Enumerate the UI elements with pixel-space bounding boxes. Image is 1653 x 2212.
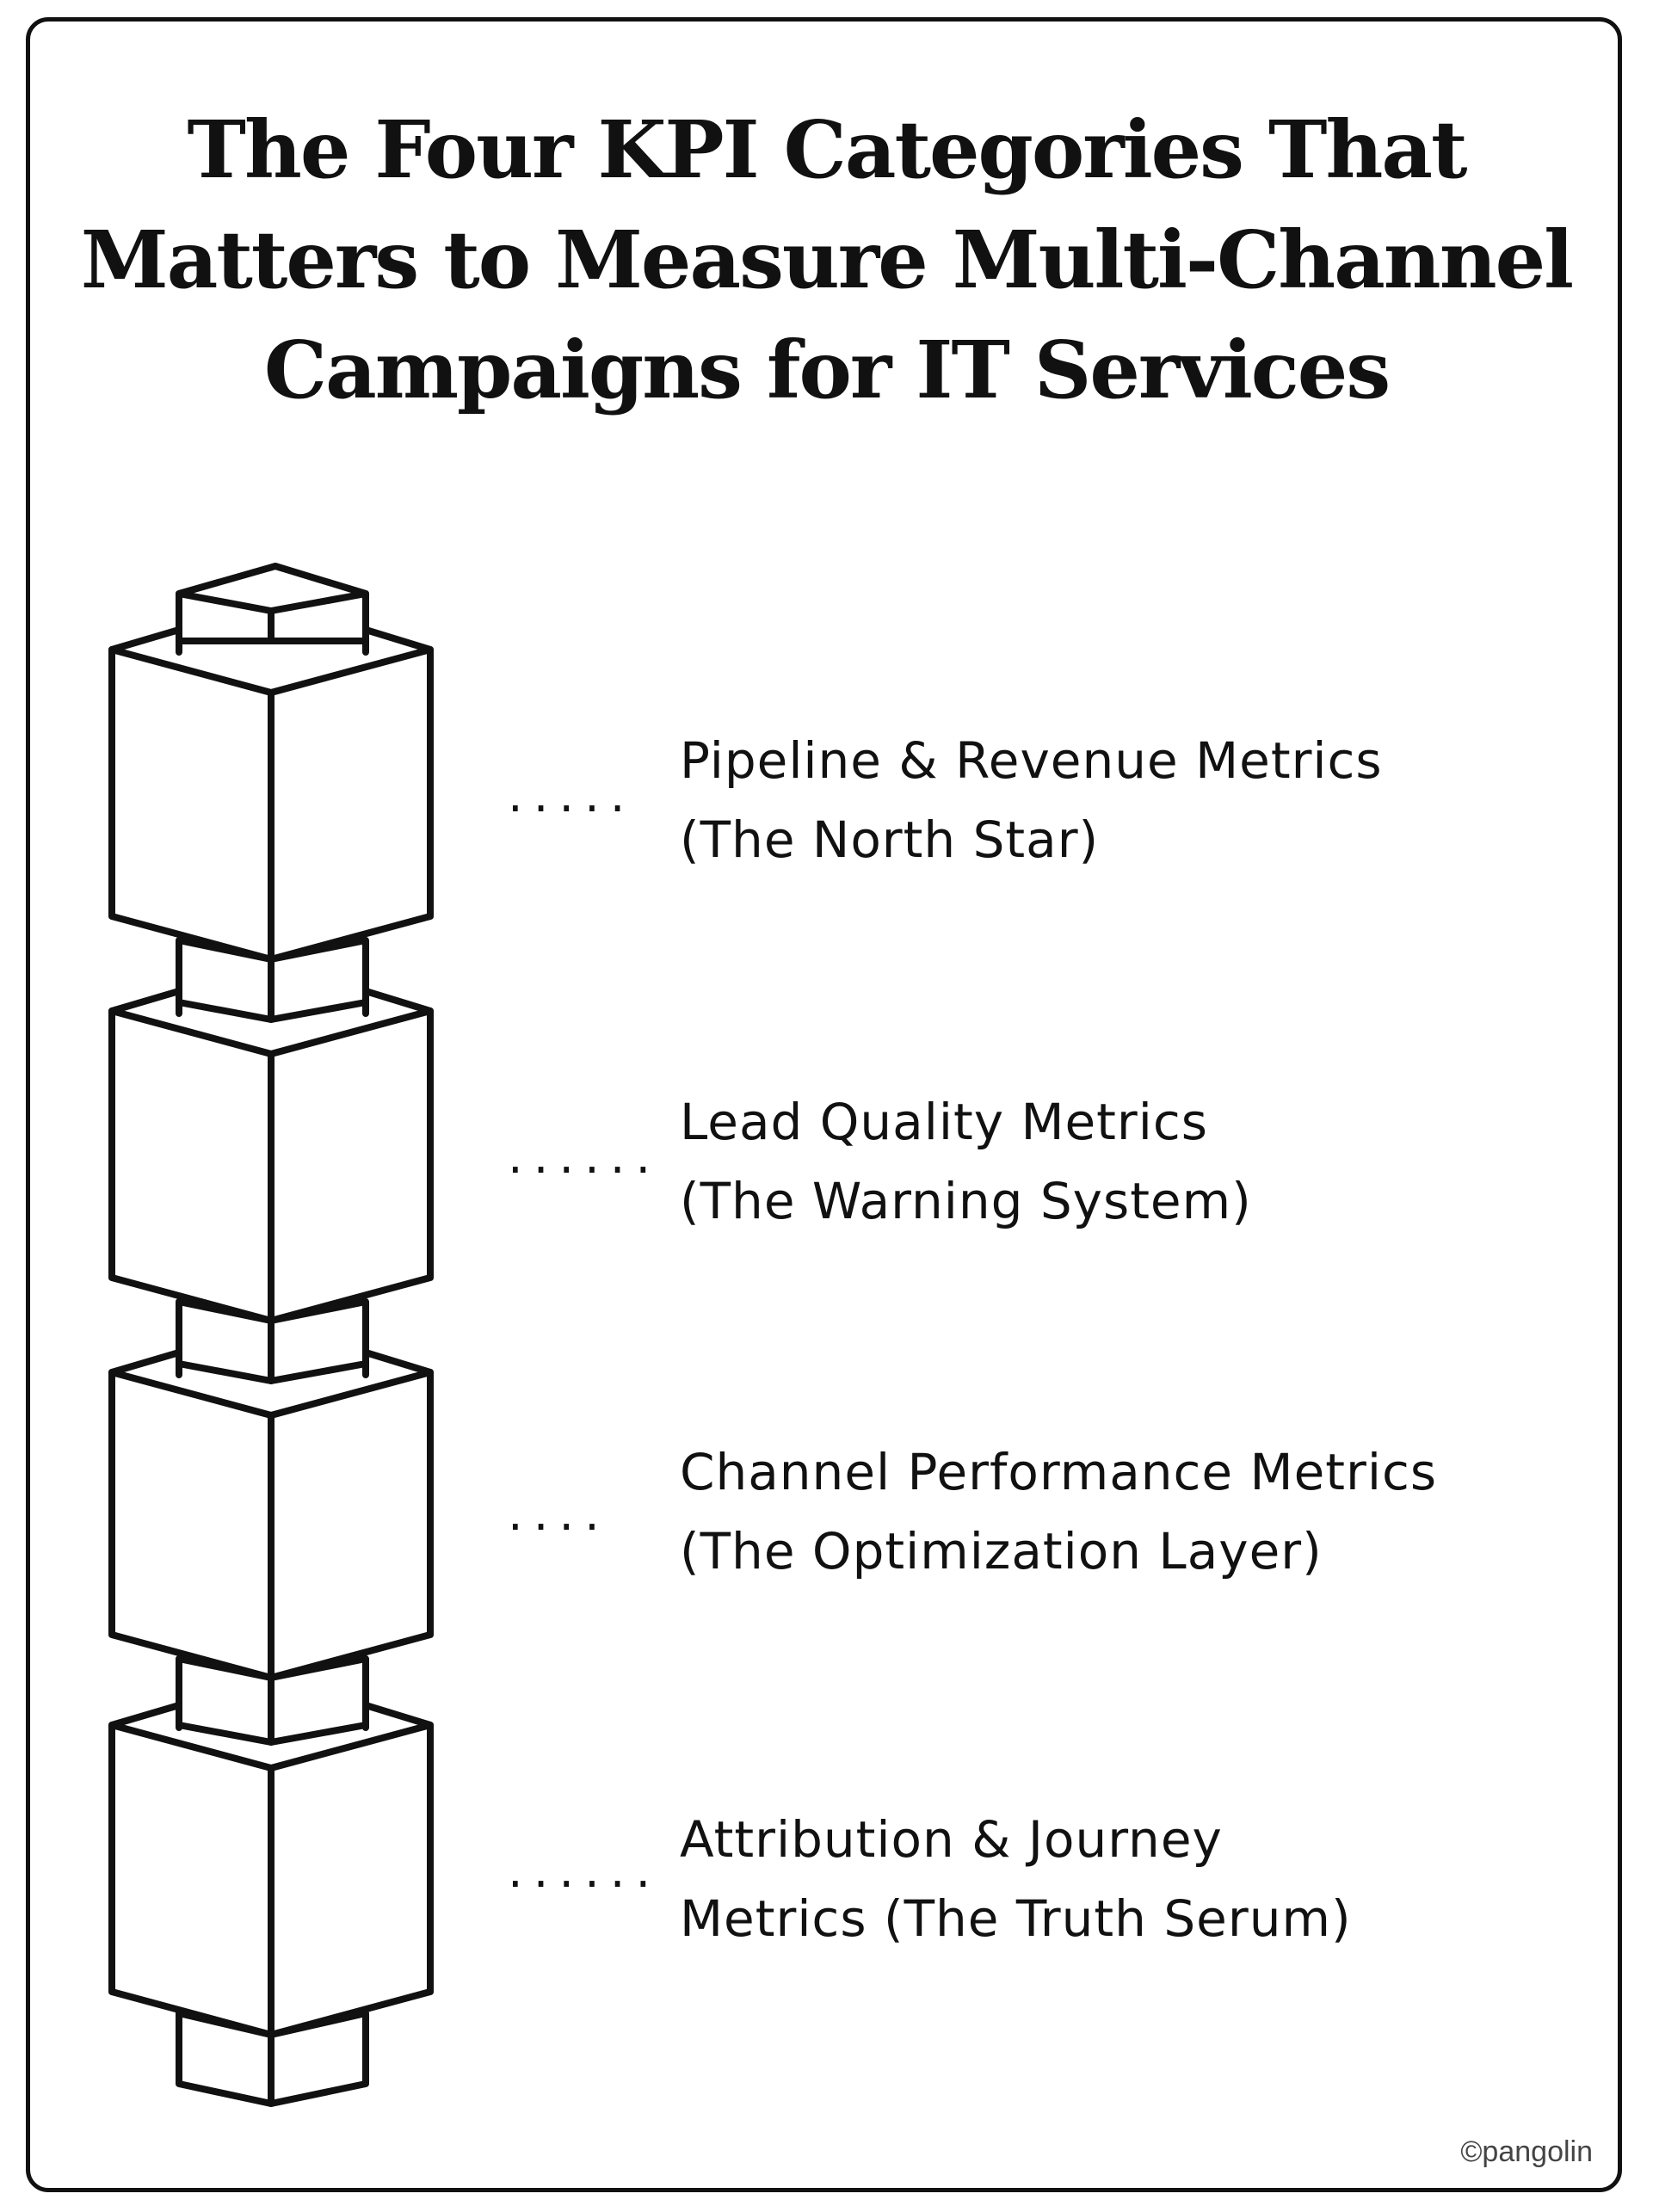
level-4-subtitle: Metrics (The Truth Serum) — [680, 1889, 1352, 1948]
tower-block-1 — [108, 626, 434, 963]
tower-bottom-stub — [176, 2010, 369, 2107]
tower-connector-2 — [176, 1298, 369, 1384]
tower-block-2 — [108, 988, 434, 1324]
level-label-1: Pipeline & Revenue Metrics (The North St… — [680, 721, 1383, 879]
tower-block-3 — [108, 1349, 434, 1681]
level-1-name: Pipeline & Revenue Metrics — [680, 731, 1383, 790]
level-3-subtitle: (The Optimization Layer) — [680, 1522, 1323, 1580]
page-frame — [26, 17, 1622, 2192]
leader-dots-3: .... — [503, 1493, 606, 1539]
level-2-subtitle: (The Warning System) — [680, 1172, 1252, 1230]
level-1-subtitle: (The North Star) — [680, 810, 1100, 869]
tower-connector-3 — [176, 1655, 369, 1746]
level-4-name: Attribution & Journey — [680, 1810, 1223, 1869]
leader-dots-4: ...... — [503, 1850, 657, 1896]
level-label-2: Lead Quality Metrics (The Warning System… — [680, 1082, 1252, 1241]
tower-connector-1 — [176, 937, 369, 1023]
title-line-3: Campaigns for IT Services — [263, 323, 1391, 416]
tower-top-cap — [176, 563, 369, 644]
title-line-2: Matters to Measure Multi-Channel — [80, 213, 1574, 306]
leader-dots-1: ..... — [503, 774, 632, 821]
tower-block-4 — [108, 1702, 434, 2038]
level-2-name: Lead Quality Metrics — [680, 1093, 1208, 1151]
page-title: The Four KPI Categories That Matters to … — [69, 95, 1584, 425]
level-label-3: Channel Performance Metrics (The Optimiz… — [680, 1433, 1437, 1591]
level-3-name: Channel Performance Metrics — [680, 1443, 1438, 1501]
level-label-4: Attribution & Journey Metrics (The Truth… — [680, 1800, 1352, 1958]
credit-text: ©pangolin — [1460, 2135, 1593, 2168]
leader-dots-2: ...... — [503, 1136, 657, 1182]
title-line-1: The Four KPI Categories That — [187, 103, 1468, 196]
